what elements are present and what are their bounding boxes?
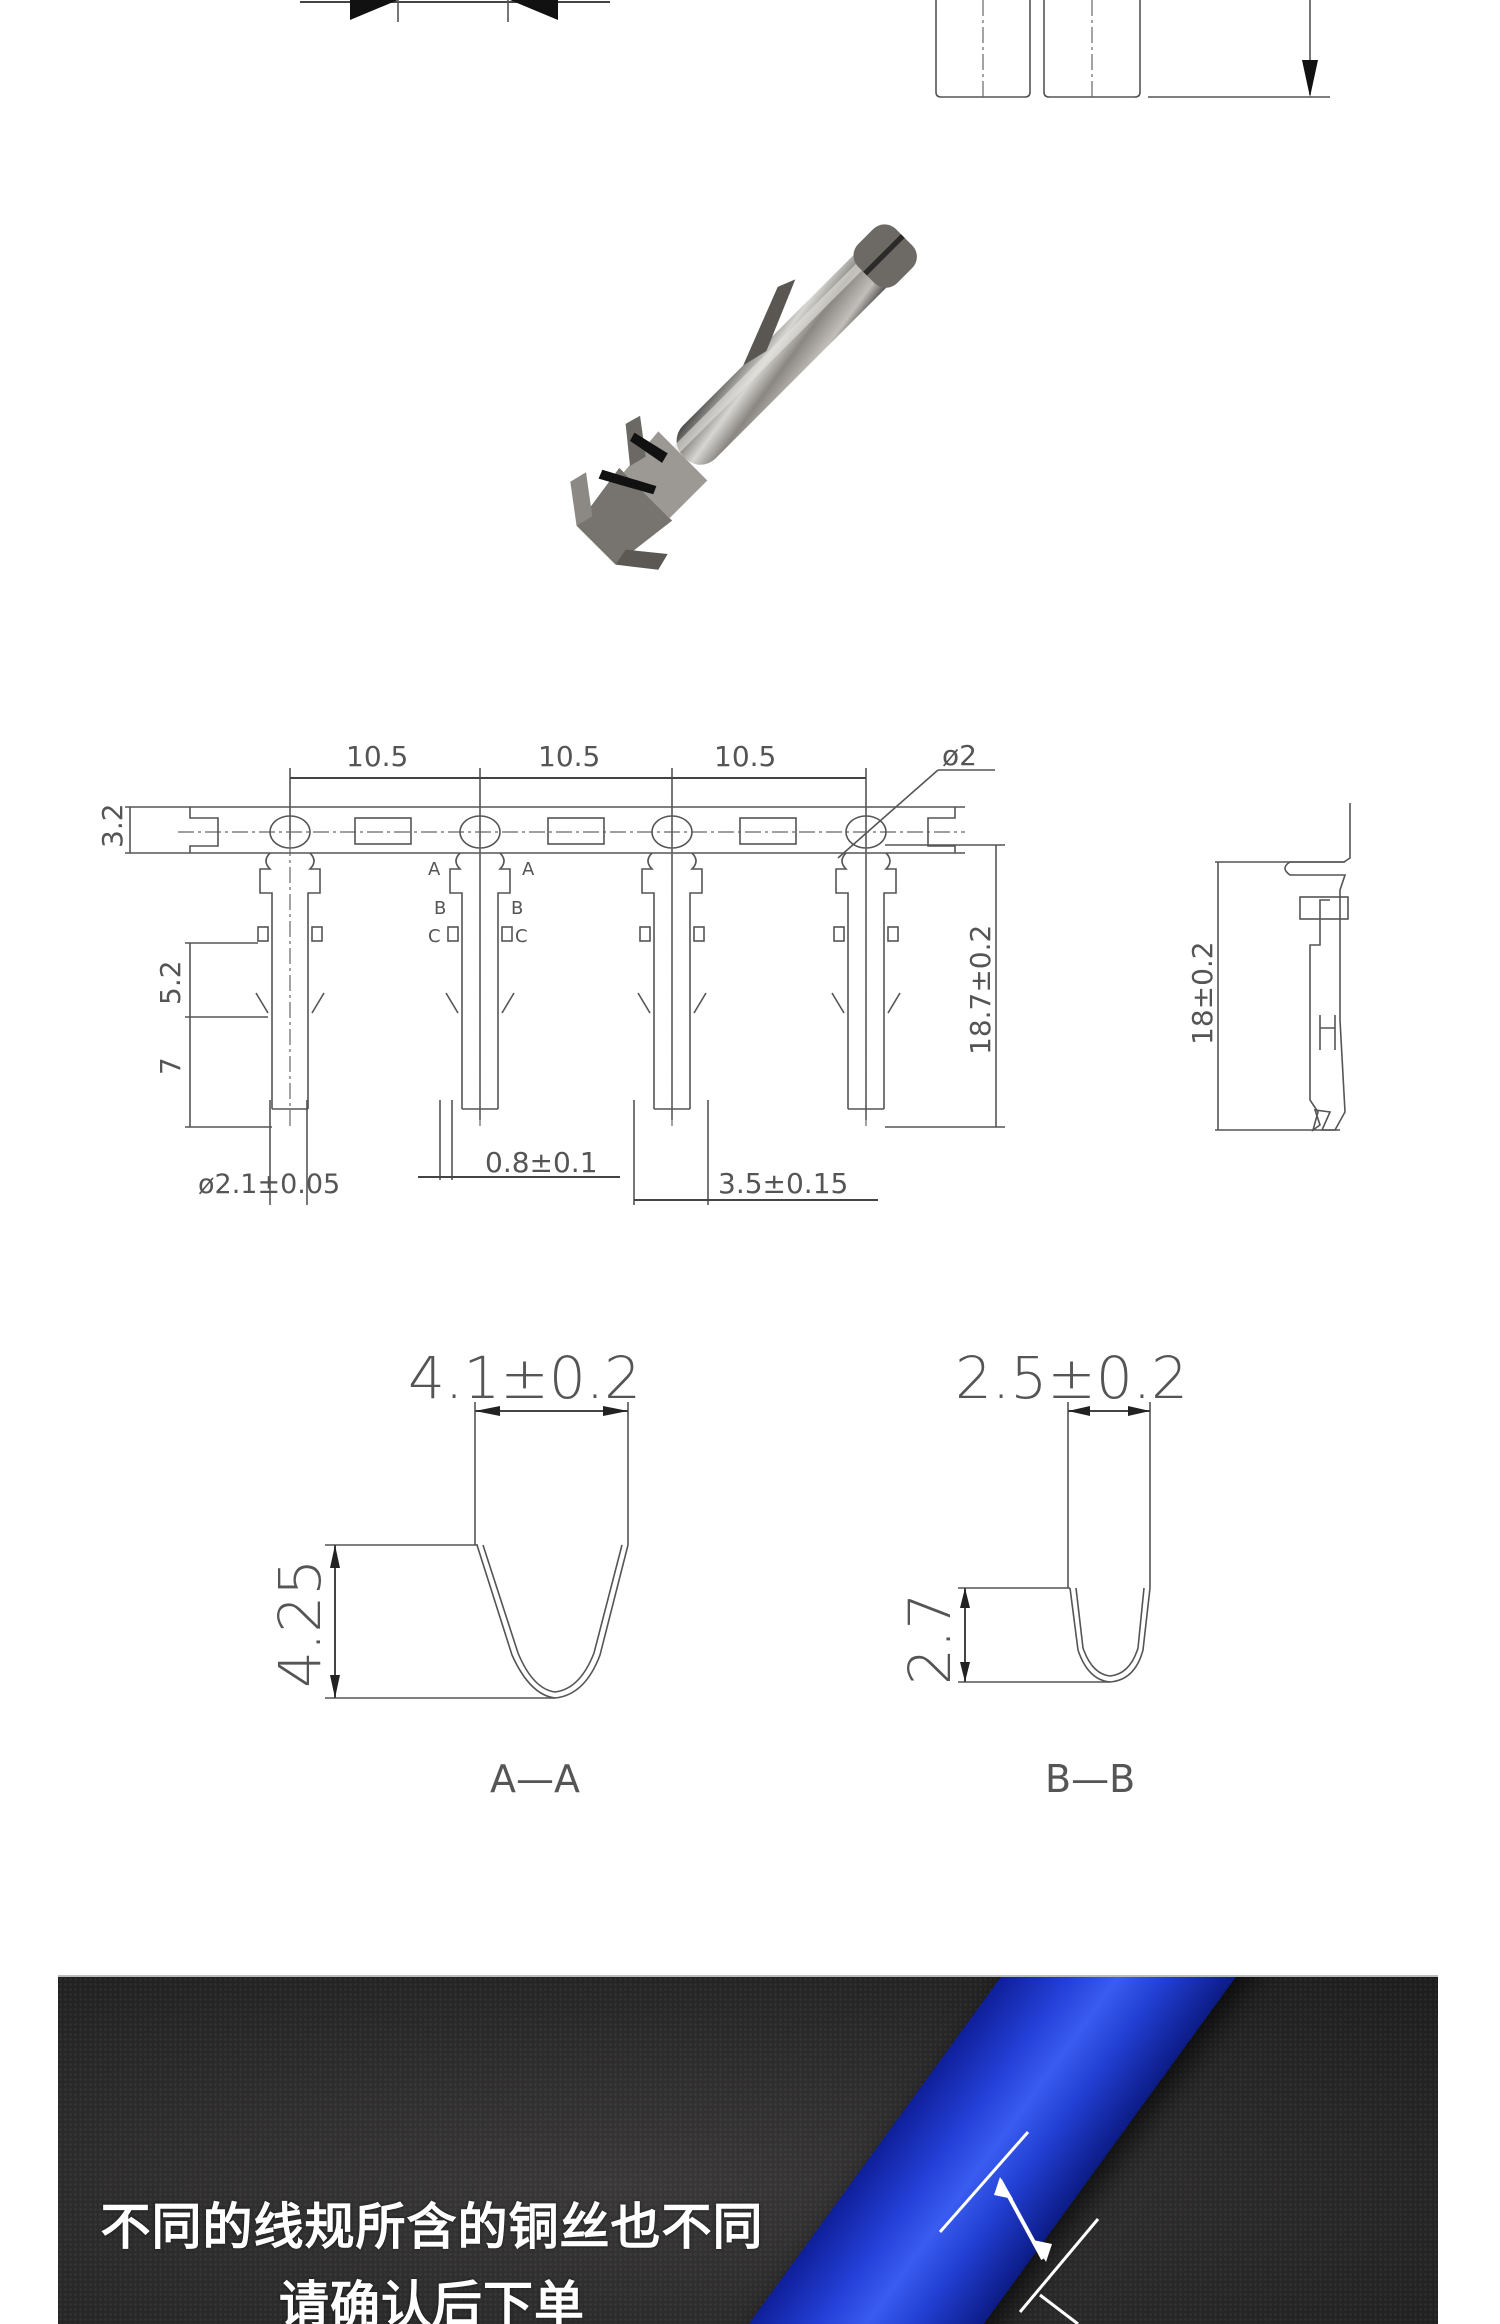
dim-7-label: 7: [154, 1057, 187, 1075]
banner-caption-line2: 请确认后下单: [279, 2276, 585, 2324]
section-b-height-label: 2.7: [896, 1593, 964, 1685]
dimension-arrow-right: [510, 0, 558, 20]
section-b-title: B—B: [1045, 1757, 1135, 1801]
top-drawing-fragment: [300, 0, 1330, 98]
side-length-label: 18±0.2: [1186, 941, 1219, 1045]
dim-width-label: 3.5±0.15: [718, 1167, 848, 1200]
pitch-label-2: 10.5: [538, 740, 600, 773]
wire-gauge-banner: 不同的线规所含的铜丝也不同 请确认后下单: [58, 1975, 1438, 2324]
dimension-arrow-down: [1302, 60, 1318, 97]
arrow-down-icon: [1033, 2240, 1052, 2262]
section-b-width-label: 2.5±0.2: [955, 1344, 1188, 1412]
section-mark-b-left: B: [434, 898, 446, 919]
terminal-product-photo: [570, 224, 917, 570]
section-mark-c-right: C: [515, 926, 528, 947]
arrow-up-icon: [994, 2177, 1013, 2199]
section-b-drawing: 2.5±0.2 2.7 B—B: [896, 1344, 1188, 1801]
dimension-arrow-left: [350, 0, 398, 20]
fabric-texture: [58, 1977, 1438, 2324]
section-mark-b-right: B: [511, 898, 523, 919]
pitch-label-3: 10.5: [714, 740, 776, 773]
section-a-title: A—A: [490, 1757, 580, 1801]
section-a-width-label: 4.1±0.2: [408, 1344, 641, 1412]
pitch-label-1: 10.5: [346, 740, 408, 773]
section-a-height-label: 4.25: [266, 1559, 334, 1688]
section-mark-a-left: A: [428, 859, 441, 880]
section-mark-c-left: C: [428, 926, 441, 947]
terminal-outline: [255, 840, 325, 1130]
dim-thickness-label: 0.8±0.1: [485, 1146, 598, 1179]
dim-5-2-label: 5.2: [154, 960, 187, 1005]
terminal-strip-drawing: 10.5 10.5 10.5 ø2 3.2 A A B B C C 5.2 7: [96, 739, 1351, 1205]
hole-diameter-label: ø2: [942, 739, 977, 772]
section-mark-a-right: A: [522, 859, 535, 880]
side-view-drawing: 18±0.2: [1186, 803, 1351, 1132]
dim-pin-diameter-label: ø2.1±0.05: [198, 1169, 340, 1200]
cable-diameter-indicator: [938, 2131, 1100, 2324]
strip-width-label: 3.2: [96, 803, 129, 848]
section-a-drawing: 4.1±0.2 4.25 A—A: [266, 1344, 641, 1801]
dim-length-label: 18.7±0.2: [964, 925, 997, 1055]
banner-caption-line1: 不同的线规所含的铜丝也不同: [100, 2198, 764, 2256]
